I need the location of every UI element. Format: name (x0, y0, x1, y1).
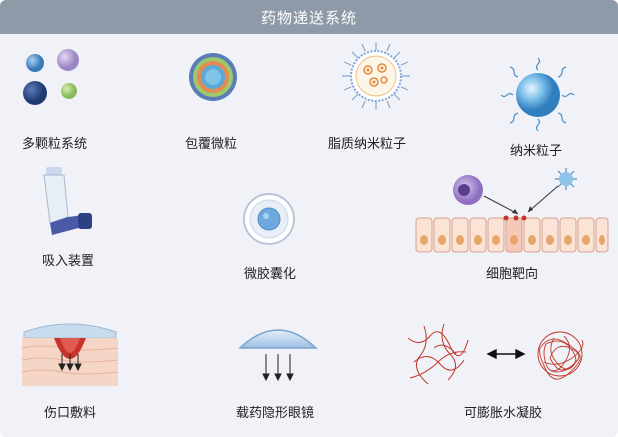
label-microcapsule: 微胶囊化 (244, 267, 297, 282)
label-coated-microparticle: 包覆微粒 (185, 137, 238, 152)
inhaler-icon (43, 167, 92, 235)
microcapsule-icon (243, 193, 295, 245)
lipid-nanoparticle-icon (342, 42, 410, 110)
nanoparticle-icon (500, 57, 575, 132)
swellable-hydrogel-icon (407, 323, 584, 385)
label-lipid-nanoparticle: 脂质纳米粒子 (328, 137, 407, 152)
label-multiparticulate: 多颗粒系统 (22, 137, 88, 152)
label-inhaler: 吸入装置 (42, 254, 95, 269)
diagram-title: 药物递送系统 (0, 0, 618, 34)
label-wound-dressing: 伤口敷料 (44, 406, 97, 421)
cell-targeting-icon (415, 168, 609, 253)
drug-contact-lens-icon (238, 329, 318, 382)
label-nanoparticle: 纳米粒子 (510, 144, 563, 159)
label-swellable-hydrogel: 可膨胀水凝胶 (464, 406, 543, 421)
label-cell-targeting: 细胞靶向 (486, 267, 539, 282)
wound-dressing-icon (21, 323, 119, 386)
multiparticulate-icon (23, 49, 79, 105)
coated-microparticle-icon (189, 53, 237, 101)
label-drug-contact-lens: 载药隐形眼镜 (236, 406, 315, 421)
